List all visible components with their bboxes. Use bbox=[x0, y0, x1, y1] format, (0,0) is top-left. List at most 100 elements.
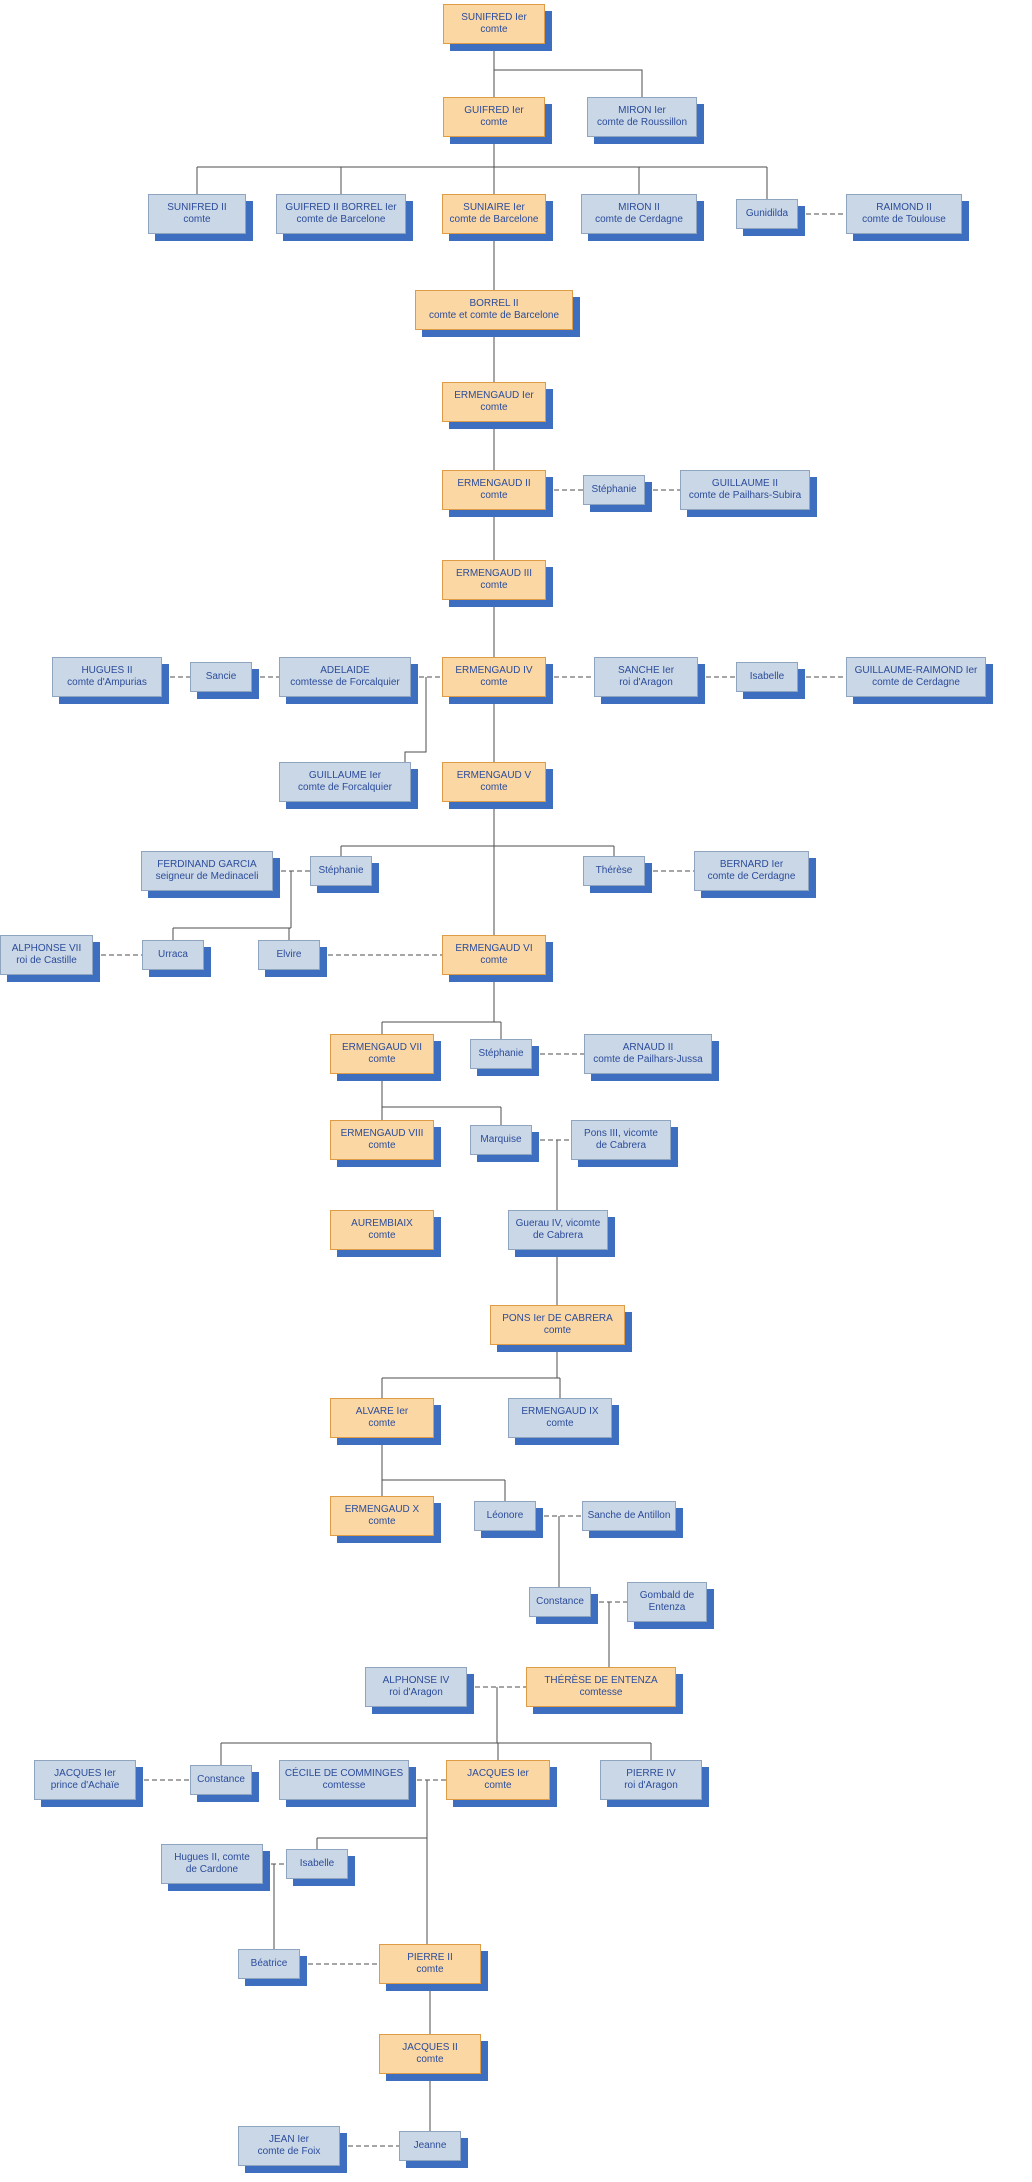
node-subtitle: comte bbox=[543, 1325, 572, 1336]
node-subtitle: comte bbox=[484, 1780, 512, 1791]
node-subtitle: comte bbox=[480, 955, 508, 966]
node-name: HUGUES II bbox=[81, 665, 133, 676]
node-name: ERMENGAUD VIII bbox=[340, 1128, 424, 1139]
node-name: JEAN Ier bbox=[268, 2134, 309, 2145]
tree-node-therese-1[interactable]: Thérèse bbox=[583, 856, 645, 886]
tree-node-stephanie-0[interactable]: Stéphanie bbox=[583, 475, 645, 505]
node-subtitle: comte de Pailhars-Jussa bbox=[593, 1054, 703, 1065]
tree-node-jeanne[interactable]: Jeanne bbox=[399, 2131, 461, 2161]
tree-node-stephanie-2[interactable]: Stéphanie bbox=[470, 1039, 532, 1069]
node-name: ALPHONSE VII bbox=[11, 943, 82, 954]
node-subtitle: comte bbox=[416, 1964, 444, 1975]
node-name: Sanche de Antillon bbox=[587, 1510, 671, 1521]
tree-node-sanche-antillon[interactable]: Sanche de Antillon bbox=[582, 1501, 676, 1531]
node-subtitle: seigneur de Medinaceli bbox=[155, 871, 259, 882]
node-name: Gunidilda bbox=[745, 208, 789, 219]
node-subtitle: comte bbox=[480, 782, 508, 793]
tree-node-sancie[interactable]: Sancie bbox=[190, 662, 252, 692]
node-name: Thérèse bbox=[595, 865, 633, 876]
tree-node-constance-1[interactable]: Constance bbox=[529, 1587, 591, 1617]
node-subtitle: comte bbox=[368, 1140, 396, 1151]
node-name: MIRON II bbox=[618, 202, 660, 213]
node-name: Gombald de bbox=[639, 1590, 695, 1601]
node-subtitle: comte de Foix bbox=[257, 2146, 321, 2157]
tree-node-gunidilda[interactable]: Gunidilda bbox=[736, 199, 798, 229]
node-subtitle: Entenza bbox=[648, 1602, 686, 1613]
tree-node-constance-2[interactable]: Constance bbox=[190, 1765, 252, 1795]
node-name: Elvire bbox=[276, 949, 302, 960]
node-name: ERMENGAUD V bbox=[456, 770, 532, 781]
node-name: JACQUES Ier bbox=[467, 1768, 529, 1779]
node-name: GUILLAUME Ier bbox=[308, 770, 382, 781]
tree-node-stephanie-1[interactable]: Stéphanie bbox=[310, 856, 372, 886]
tree-node-urraca[interactable]: Urraca bbox=[142, 940, 204, 970]
tree-node-isabelle-1[interactable]: Isabelle bbox=[736, 662, 798, 692]
node-name: Sancie bbox=[205, 671, 237, 682]
node-name: PIERRE IV bbox=[626, 1768, 676, 1779]
node-name: ERMENGAUD III bbox=[455, 568, 533, 579]
node-name: ERMENGAUD VI bbox=[455, 943, 533, 954]
node-subtitle: comte bbox=[480, 117, 508, 128]
node-subtitle: prince d'Achaïe bbox=[50, 1780, 120, 1791]
tree-node-isabelle-2[interactable]: Isabelle bbox=[286, 1849, 348, 1879]
node-subtitle: comte bbox=[480, 580, 508, 591]
descent-link bbox=[404, 677, 427, 762]
tree-node-elvire[interactable]: Elvire bbox=[258, 940, 320, 970]
node-name: PONS Ier DE CABRERA bbox=[502, 1313, 613, 1324]
node-subtitle: comte de Toulouse bbox=[862, 214, 946, 225]
node-name: Léonore bbox=[486, 1510, 524, 1521]
tree-node-beatrice[interactable]: Béatrice bbox=[238, 1949, 300, 1979]
node-name: AUREMBIAIX bbox=[351, 1218, 413, 1229]
node-subtitle: comte bbox=[368, 1230, 396, 1241]
tree-node-marquise[interactable]: Marquise bbox=[470, 1125, 532, 1155]
node-name: ARNAUD II bbox=[622, 1042, 674, 1053]
tree-node-leonore[interactable]: Léonore bbox=[474, 1501, 536, 1531]
node-subtitle: comte de Cerdagne bbox=[872, 677, 960, 688]
